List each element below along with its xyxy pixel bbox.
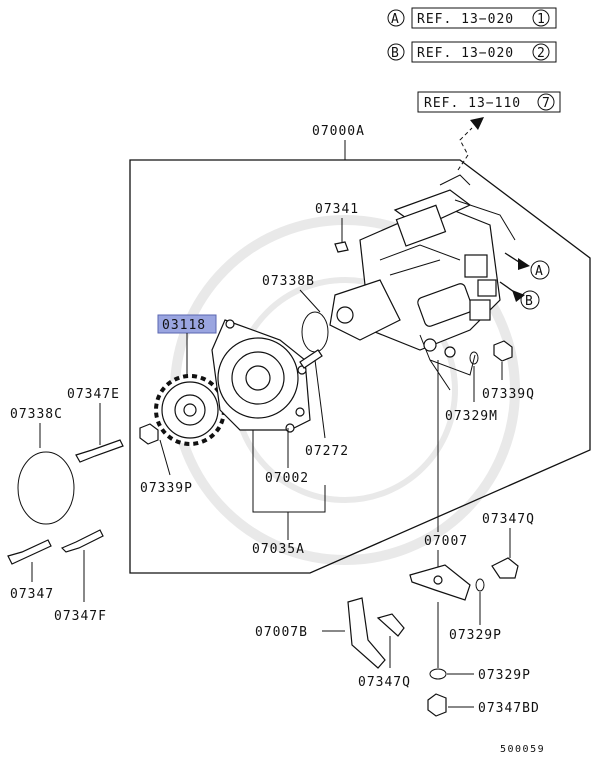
ref-num: 1 — [537, 12, 546, 27]
ref-box-b[interactable]: B REF. 13−020 2 — [387, 41, 557, 63]
label-07007[interactable]: 07007 — [424, 534, 468, 549]
bolt-07347[interactable] — [7, 539, 52, 565]
label-07338C[interactable]: 07338C — [10, 407, 63, 422]
diagram-id: 500059 — [500, 744, 545, 755]
washer-07329M[interactable] — [469, 351, 479, 365]
o-ring-07338C[interactable] — [17, 451, 75, 525]
label-07341[interactable]: 07341 — [315, 202, 359, 217]
arrow-circle-label: B — [525, 294, 534, 309]
nut-07339Q[interactable] — [493, 340, 513, 362]
arrow-circle-label: A — [535, 264, 544, 279]
assembly-boundary — [129, 159, 591, 574]
ref-box-7[interactable]: REF. 13−110 7 — [417, 91, 561, 113]
bolt-07347E[interactable] — [75, 439, 124, 463]
cover-plate-07002[interactable] — [211, 319, 311, 433]
label-07347Q-upper[interactable]: 07347Q — [482, 512, 535, 527]
ref-num: 7 — [542, 96, 551, 111]
label-07347E[interactable]: 07347E — [67, 387, 120, 402]
small-part-07341[interactable] — [334, 241, 349, 253]
bracket-07007B[interactable] — [347, 597, 386, 669]
label-07329P-lower[interactable]: 07329P — [478, 668, 531, 683]
ref-circle-label: A — [391, 12, 400, 27]
label-07035A[interactable]: 07035A — [252, 542, 305, 557]
circle-b-icon — [520, 290, 540, 310]
ref-text: REF. 13−020 — [417, 46, 514, 61]
ref-circle-label: B — [391, 46, 400, 61]
label-07007B[interactable]: 07007B — [255, 625, 308, 640]
arrow-icon — [518, 258, 530, 270]
label-07338B[interactable]: 07338B — [262, 274, 315, 289]
bolt-07347Q-lower[interactable] — [376, 613, 405, 637]
ref-leader-dashed — [457, 127, 473, 171]
label-07272[interactable]: 07272 — [305, 444, 349, 459]
bolt-07347F[interactable] — [60, 529, 104, 553]
bolt-07347Q-upper[interactable] — [491, 557, 519, 579]
ref-text: REF. 13−110 — [424, 96, 521, 111]
label-07347[interactable]: 07347 — [10, 587, 54, 602]
label-07000A[interactable]: 07000A — [312, 124, 365, 139]
label-07347F[interactable]: 07347F — [54, 609, 107, 624]
label-07329P-upper[interactable]: 07329P — [449, 628, 502, 643]
label-07339Q[interactable]: 07339Q — [482, 387, 535, 402]
nut-07339P[interactable] — [139, 423, 159, 445]
washer-07329P-upper[interactable] — [475, 578, 485, 592]
gear-03118[interactable] — [154, 374, 226, 446]
stud-07272[interactable] — [299, 349, 323, 369]
arrow-icon — [470, 117, 484, 130]
label-07347BD[interactable]: 07347BD — [478, 701, 540, 716]
label-07347Q-lower[interactable]: 07347Q — [358, 675, 411, 690]
ref-text: REF. 13−020 — [417, 12, 514, 27]
o-ring-07338B[interactable] — [301, 311, 329, 353]
label-07339P[interactable]: 07339P — [140, 481, 193, 496]
injection-pump[interactable] — [329, 174, 516, 391]
label-07002[interactable]: 07002 — [265, 471, 309, 486]
ref-num: 2 — [537, 46, 546, 61]
label-03118[interactable]: 03118 — [162, 318, 206, 333]
ref-box-a[interactable]: A REF. 13−020 1 — [387, 7, 557, 29]
label-07329M[interactable]: 07329M — [445, 409, 498, 424]
bolt-07347BD[interactable] — [427, 693, 447, 717]
circle-a-icon — [530, 260, 550, 280]
washer-07329P-lower[interactable] — [429, 668, 447, 680]
